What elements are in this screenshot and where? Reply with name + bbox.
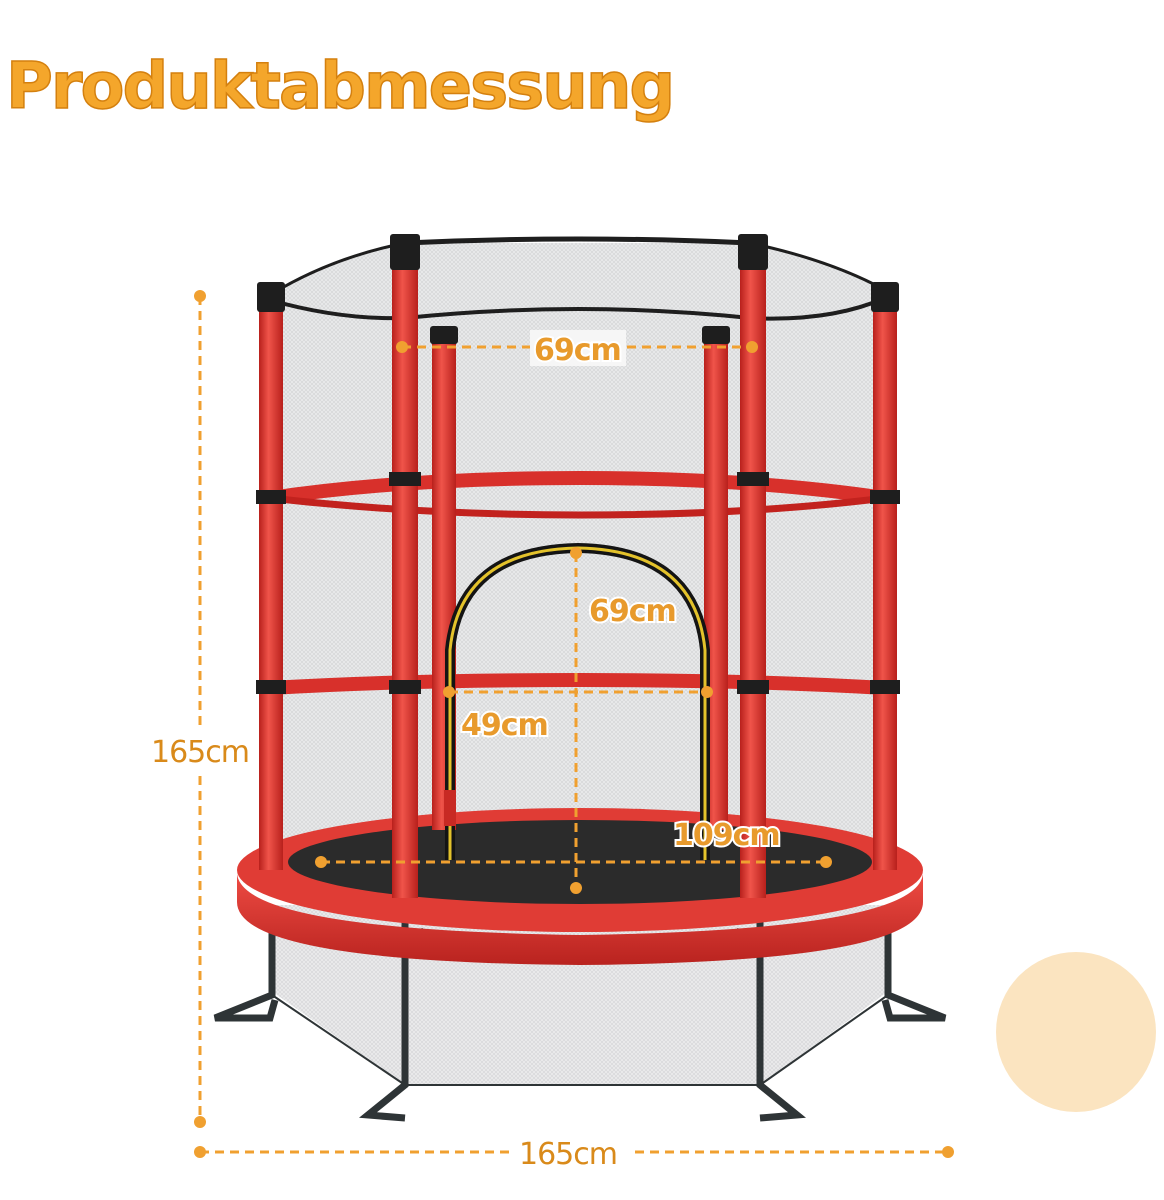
dimension-endpoint [315, 856, 327, 868]
dimension-endpoint [194, 1146, 206, 1158]
dimension-endpoint [942, 1146, 954, 1158]
dimension-endpoint [443, 686, 455, 698]
dimension-endpoint [701, 686, 713, 698]
top-width-label: 69cm [534, 333, 621, 368]
color-swatch [996, 952, 1156, 1112]
dimension-endpoint [396, 341, 408, 353]
dimension-endpoint [194, 290, 206, 302]
door-height-label: 69cm [589, 594, 676, 629]
mat-diameter-label: 109cm [673, 818, 780, 853]
width-label: 165cm [519, 1137, 617, 1172]
dimension-endpoint [194, 1116, 206, 1128]
dimension-endpoint [746, 341, 758, 353]
front-poles [256, 234, 900, 898]
dimension-endpoint [820, 856, 832, 868]
dimension-endpoint [570, 547, 582, 559]
frame-rails [268, 470, 887, 695]
page-title: Produktabmessung [5, 49, 676, 125]
dimension-endpoint [570, 882, 582, 894]
door-width-label: 49cm [461, 708, 548, 743]
height-label: 165cm [151, 735, 249, 770]
